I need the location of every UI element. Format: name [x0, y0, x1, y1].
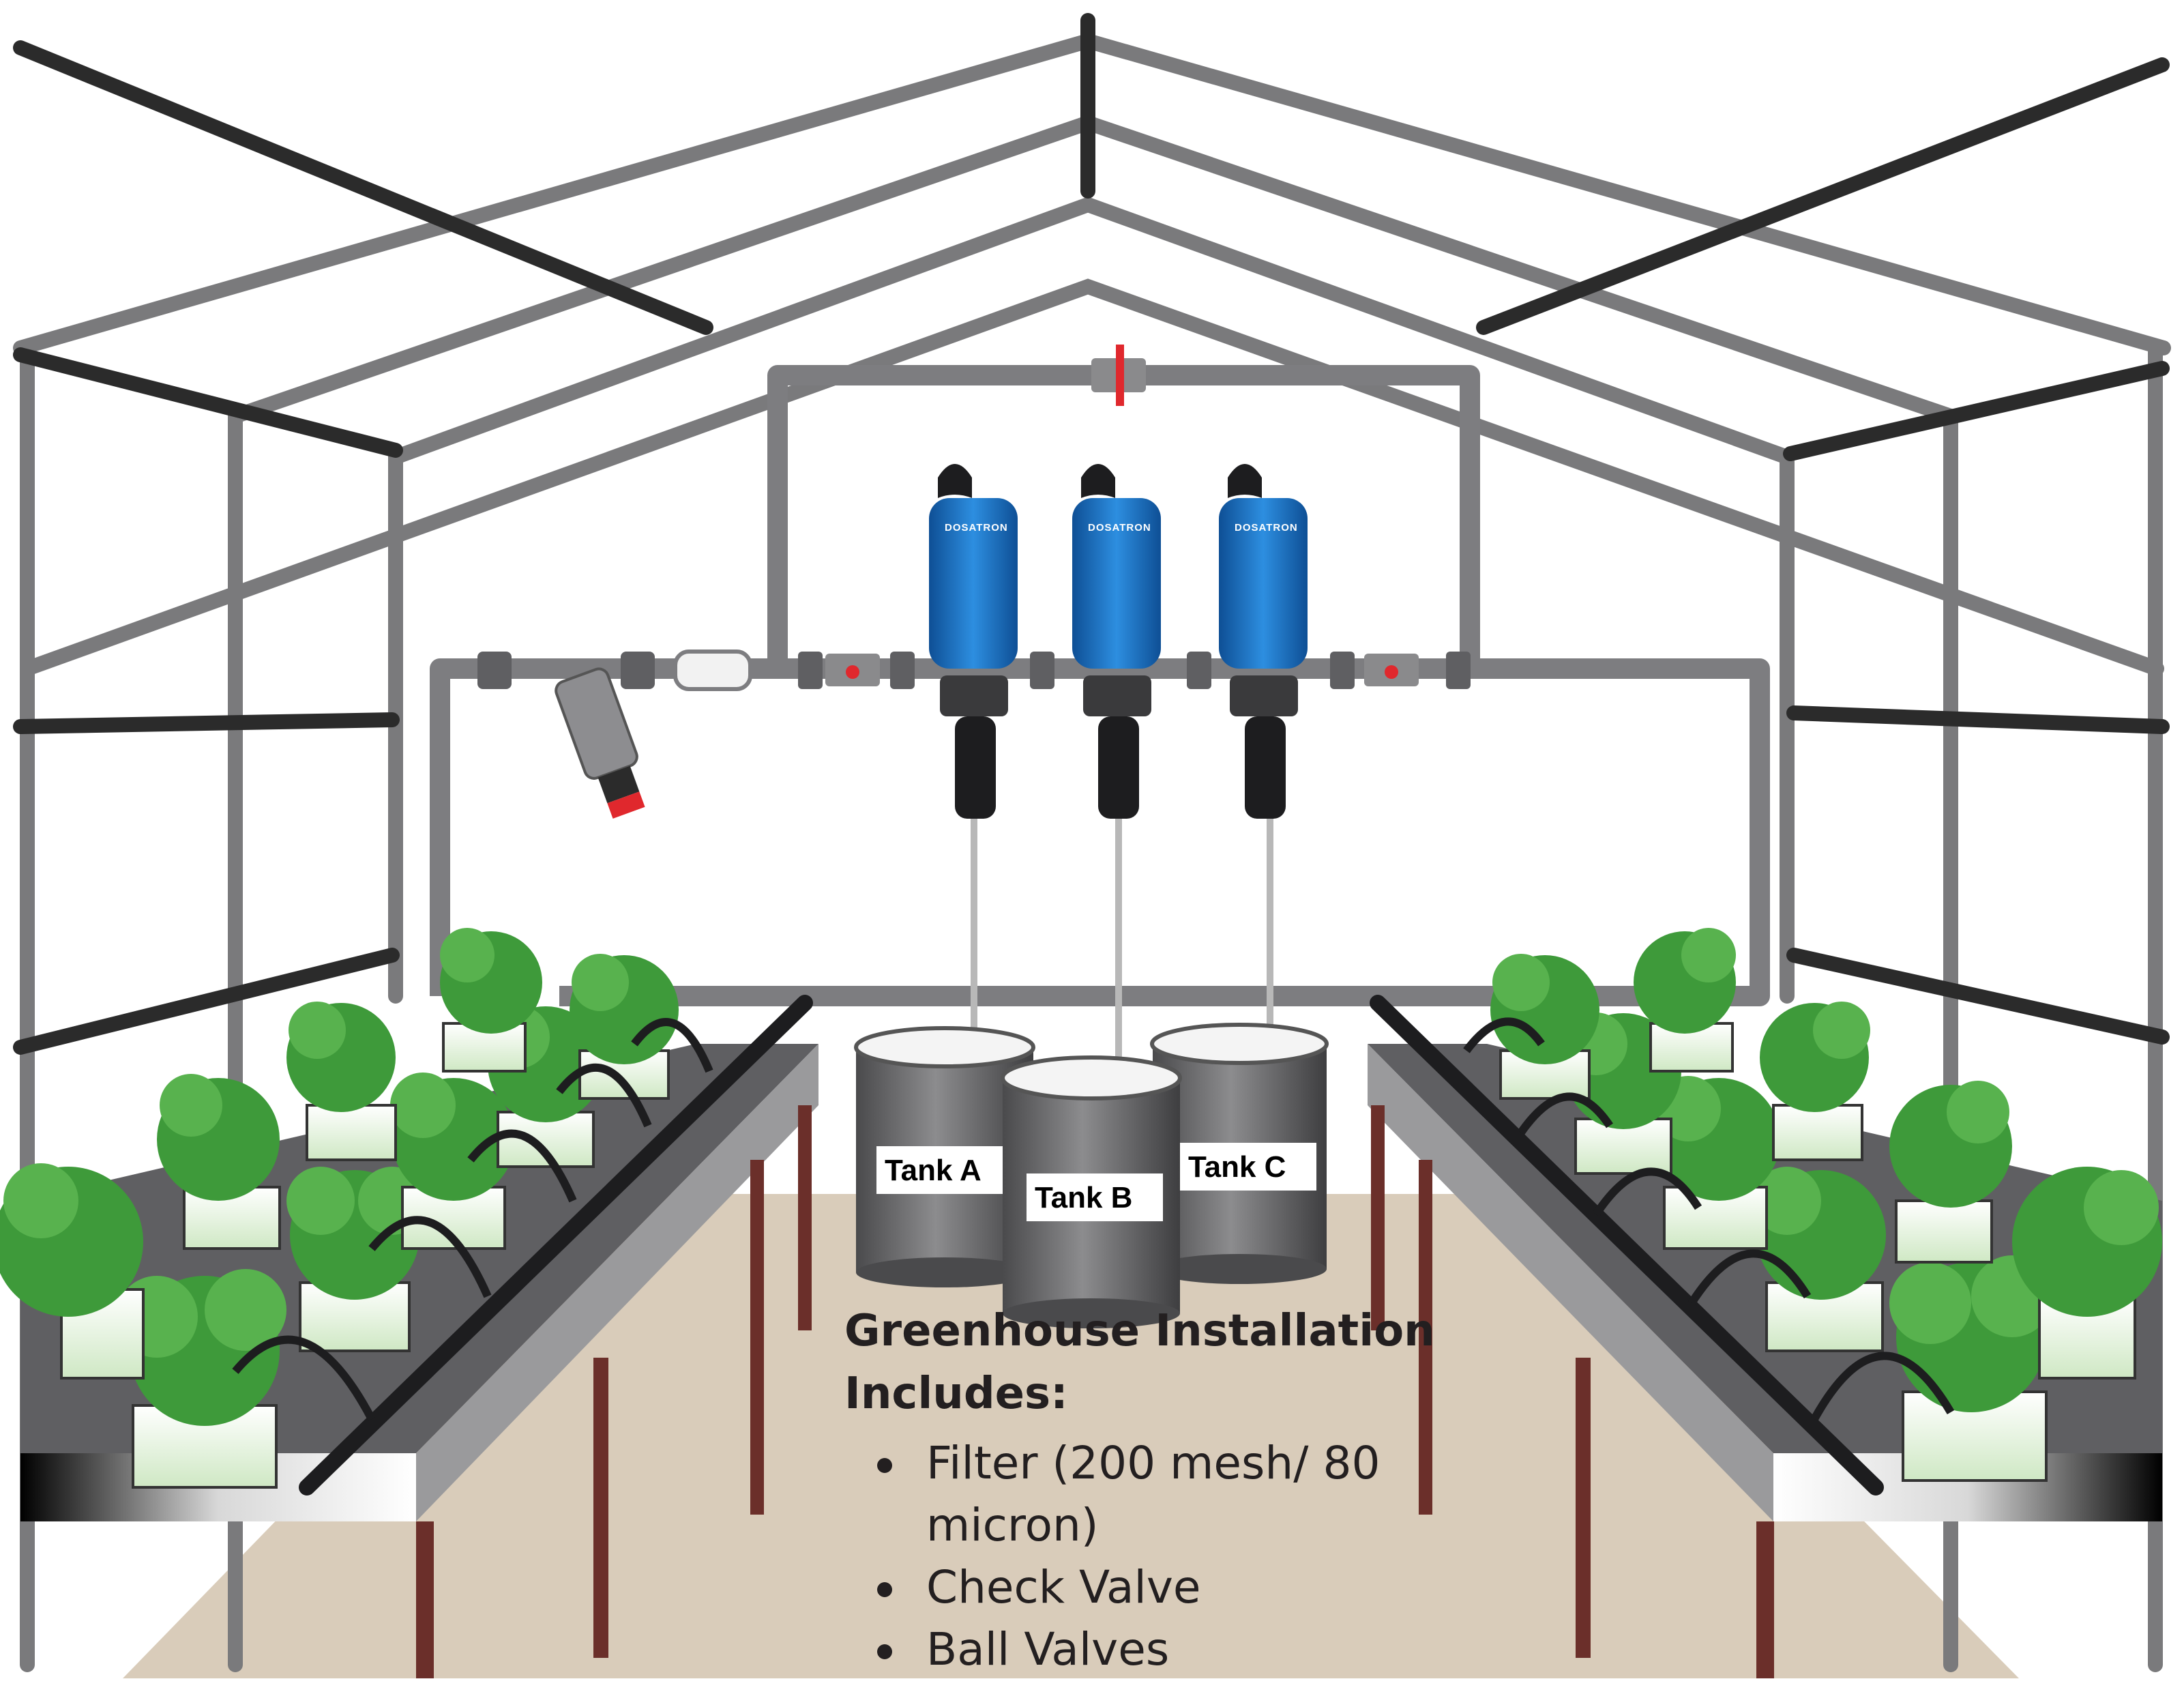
tank-a-label: Tank A: [885, 1154, 982, 1187]
plant-icon: [116, 1269, 286, 1489]
dosatron-brand-label: DOSATRON: [1088, 522, 1151, 534]
tank-icon: Tank C: [1150, 1023, 1329, 1284]
list-item: Ball Valves: [844, 1618, 1458, 1680]
ball-valve-icon: [1364, 654, 1419, 686]
plant-icon: [440, 928, 542, 1073]
dosatron-injector-icon: DOSATRON: [929, 464, 1018, 1051]
filter-icon: [555, 667, 645, 819]
installation-info: Greenhouse Installation Includes: Filter…: [844, 1300, 1458, 1680]
greenhouse-beams: [13, 13, 2170, 1055]
dosatron-injector-icon: DOSATRON: [1219, 464, 1308, 1044]
plant-icon: [1760, 1002, 1870, 1161]
plant-icon: [2012, 1167, 2162, 1380]
check-valve-icon: [673, 650, 752, 691]
dosatron-brand-label: DOSATRON: [1235, 522, 1298, 534]
list-item: Check Valve: [844, 1556, 1458, 1618]
tank-icon: Tank B: [1001, 1055, 1182, 1328]
tank-b-label: Tank B: [1035, 1181, 1132, 1214]
dosatron-brand-label: DOSATRON: [945, 522, 1008, 534]
plant-icon: [1655, 1076, 1780, 1250]
drip-tubes-left: [232, 1018, 713, 1421]
plant-icon: [286, 1167, 426, 1352]
pipe-fittings: [477, 652, 1471, 689]
drip-tubes-right: [1463, 1017, 1955, 1421]
ball-valve-icon: [1091, 345, 1146, 406]
info-list: Filter (200 mesh/ 80 micron) Check Valve…: [844, 1432, 1458, 1680]
list-item: Filter (200 mesh/ 80 micron): [844, 1432, 1458, 1556]
plant-icon: [1634, 928, 1736, 1073]
plant-icon: [1490, 954, 1599, 1100]
plant-icon: [157, 1074, 281, 1250]
info-heading: Greenhouse Installation Includes:: [844, 1306, 1435, 1419]
plant-icon: [0, 1163, 145, 1380]
plant-icon: [1889, 1255, 2053, 1482]
plant-icon: [1889, 1081, 2012, 1264]
ball-valve-icon: [825, 654, 880, 686]
dosatron-injector-icon: DOSATRON: [1072, 464, 1161, 1078]
plant-icon: [570, 954, 679, 1100]
plant-icon: [390, 1073, 515, 1250]
plant-icon: [286, 1002, 397, 1161]
tank-c-label: Tank C: [1188, 1150, 1286, 1184]
